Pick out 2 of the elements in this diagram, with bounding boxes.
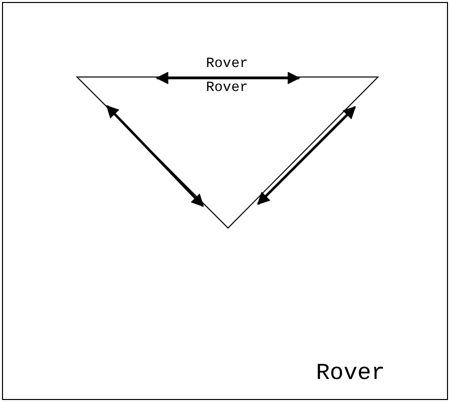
- text-label: Rover: [316, 362, 386, 385]
- text-label: Rover: [206, 57, 248, 71]
